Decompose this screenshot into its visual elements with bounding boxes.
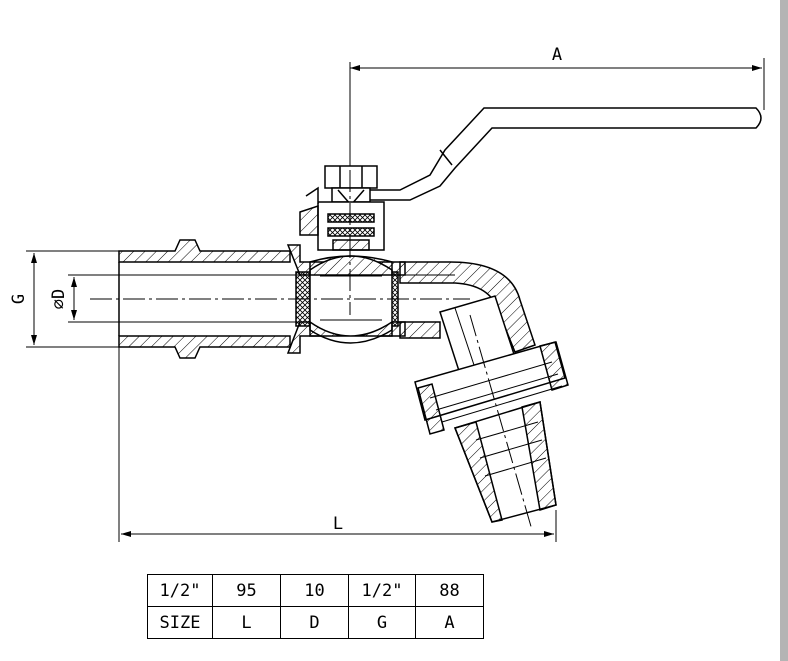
dimension-l-label: L xyxy=(333,514,343,534)
union-nut xyxy=(414,341,569,435)
dimension-d-label: ⌀D xyxy=(49,289,69,309)
inlet-pipe xyxy=(118,239,300,359)
dimension-a-label: A xyxy=(552,45,562,65)
dimension-g-label: G xyxy=(9,294,29,304)
spout-elbow xyxy=(399,261,536,353)
l-value: 95 xyxy=(212,574,281,607)
size-header: SIZE xyxy=(147,606,213,639)
a-value: 88 xyxy=(415,574,484,607)
stem-assembly xyxy=(299,165,385,251)
g-value: 1/2" xyxy=(348,574,416,607)
d-value: 10 xyxy=(280,574,349,607)
hose-nozzle xyxy=(453,401,557,523)
size-table-values-row: 1/2" 95 10 1/2" 88 xyxy=(147,574,484,607)
size-value: 1/2" xyxy=(147,574,213,607)
l-header: L xyxy=(212,606,281,639)
d-header: D xyxy=(280,606,349,639)
dimension-g xyxy=(26,250,120,348)
size-table: 1/2" 95 10 1/2" 88 SIZE L D G A xyxy=(147,574,484,639)
size-table-header-row: SIZE L D G A xyxy=(147,606,484,639)
a-header: A xyxy=(415,606,484,639)
vertical-scrollbar[interactable] xyxy=(780,0,788,661)
dimension-l xyxy=(118,345,557,542)
g-header: G xyxy=(348,606,416,639)
lever-handle xyxy=(351,107,762,201)
center-lines xyxy=(90,170,533,531)
